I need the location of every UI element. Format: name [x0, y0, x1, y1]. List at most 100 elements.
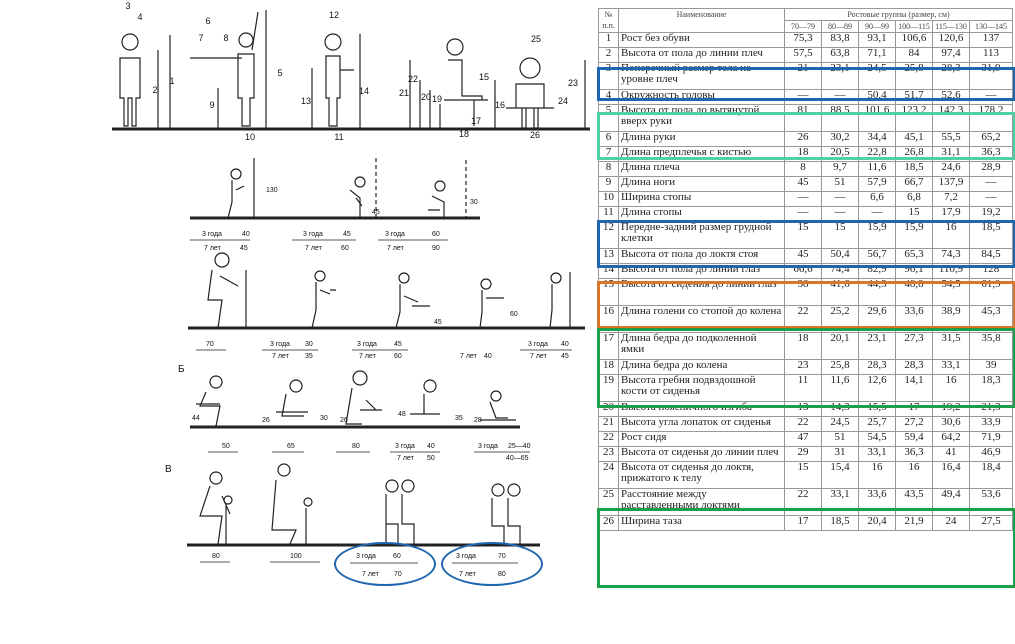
row-value: 38 — [784, 278, 822, 306]
row-value: 59,4 — [895, 431, 933, 447]
row-value: 71,9 — [968, 431, 1014, 447]
row-value: 44,3 — [858, 278, 896, 306]
anthropometric-table: № п.п. Наименование Ростовые группы (раз… — [598, 8, 1014, 531]
column-header-number: № п.п. — [598, 8, 619, 33]
row-value: 65,2 — [968, 131, 1014, 147]
dim-top: 3 года — [528, 341, 548, 348]
row-value: 6,8 — [895, 191, 933, 207]
row-number: 10 — [598, 191, 619, 207]
row-value: 11 — [784, 374, 822, 402]
top-number: 20 — [421, 92, 431, 102]
column-header-group: 100—115 — [895, 20, 933, 33]
row-value: 16 — [932, 221, 970, 249]
row-value: 120,6 — [932, 32, 970, 48]
row-value: 96,1 — [895, 263, 933, 279]
row-value: 18,5 — [968, 221, 1014, 249]
row-value: 23 — [784, 359, 822, 375]
row-value: 51,7 — [895, 89, 933, 105]
row-value: — — [858, 206, 896, 222]
dim-value: 50 — [222, 443, 230, 450]
row-value: 26,8 — [895, 146, 933, 162]
height-label: 26 — [340, 417, 348, 424]
row-number: 1 — [598, 32, 619, 48]
top-number: 22 — [408, 74, 418, 84]
row-name: Ширина таза — [618, 515, 785, 531]
height-label: 45 — [372, 209, 380, 216]
height-label: 28 — [474, 417, 482, 424]
row-value: 20,1 — [821, 332, 859, 360]
row-value: 15 — [821, 221, 859, 249]
row-value: 51 — [821, 176, 859, 192]
row-value: 27,2 — [895, 416, 933, 432]
row-value: 9,7 — [821, 161, 859, 177]
row-value: 137,9 — [932, 176, 970, 192]
top-number: 12 — [329, 10, 339, 20]
row-value: 57,5 — [784, 47, 822, 63]
row-value: 15 — [895, 206, 933, 222]
row-value: 35,8 — [968, 332, 1014, 360]
dim-value: 70 — [394, 571, 402, 578]
row-name: Высота от сиденья до линии плеч — [618, 446, 785, 462]
row-value: 81 — [784, 104, 822, 132]
row-value: 93,1 — [858, 32, 896, 48]
row-value: 23,1 — [821, 62, 859, 90]
row-value: 101,6 — [858, 104, 896, 132]
row-value: 11,6 — [821, 374, 859, 402]
row-value: 15,5 — [858, 401, 896, 417]
height-label: 30 — [320, 415, 328, 422]
dim-value: 40 — [242, 231, 250, 238]
dim-value: 60 — [393, 553, 401, 560]
row-value: 56,7 — [858, 248, 896, 264]
row-value: 25,2 — [821, 305, 859, 333]
row-value: 31,5 — [932, 332, 970, 360]
row-value: — — [968, 176, 1014, 192]
row-number: 15 — [598, 278, 619, 306]
row-value: 48,8 — [895, 278, 933, 306]
dim-value: 45 — [394, 341, 402, 348]
row-value: 54,5 — [932, 278, 970, 306]
row-name: Передне-задний размер грудной клетки — [618, 221, 785, 249]
dim-bottom: 7 лет — [305, 245, 323, 252]
row-name: Длина руки — [618, 131, 785, 147]
row-number: 22 — [598, 431, 619, 447]
dim-top: 3 года — [456, 553, 476, 560]
height-label: 30 — [470, 199, 478, 206]
dim-bottom: 7 лет — [272, 353, 290, 360]
row-name: Поперечный размер тела на уровне плеч — [618, 62, 785, 90]
row-value: 55,5 — [932, 131, 970, 147]
row-value: — — [784, 89, 822, 105]
row-value: 28,3 — [895, 359, 933, 375]
dim-top: 3 года — [202, 231, 222, 238]
row-value: 26 — [784, 131, 822, 147]
row-value: 110,9 — [932, 263, 970, 279]
row-value: 15,9 — [895, 221, 933, 249]
row-value: 33,1 — [932, 359, 970, 375]
row-value: 31,9 — [968, 62, 1014, 90]
dim-value: 60 — [432, 231, 440, 238]
row-name: Рост сидя — [618, 431, 785, 447]
dim-top: 3 года — [395, 443, 415, 450]
row-number: 16 — [598, 305, 619, 333]
row-value: — — [968, 89, 1014, 105]
top-number: 17 — [471, 116, 481, 126]
row-value: 142,3 — [932, 104, 970, 132]
row-value: 8 — [784, 161, 822, 177]
dim-value: 70 — [498, 553, 506, 560]
dim-value: 80 — [352, 443, 360, 450]
column-header-groups: Ростовые группы (размер, см) — [783, 8, 1014, 21]
top-number: 13 — [301, 96, 311, 106]
row-value: 28,9 — [968, 161, 1014, 177]
row-value: 17,9 — [932, 206, 970, 222]
dim-value: 30 — [305, 341, 313, 348]
dim-bottom: 7 лет — [460, 353, 478, 360]
row-name: Длина голени со стопой до колена — [618, 305, 785, 333]
row-value: 137 — [968, 32, 1014, 48]
top-number: 1 — [169, 76, 174, 86]
row-name: Длина предплечья с кистью — [618, 146, 785, 162]
